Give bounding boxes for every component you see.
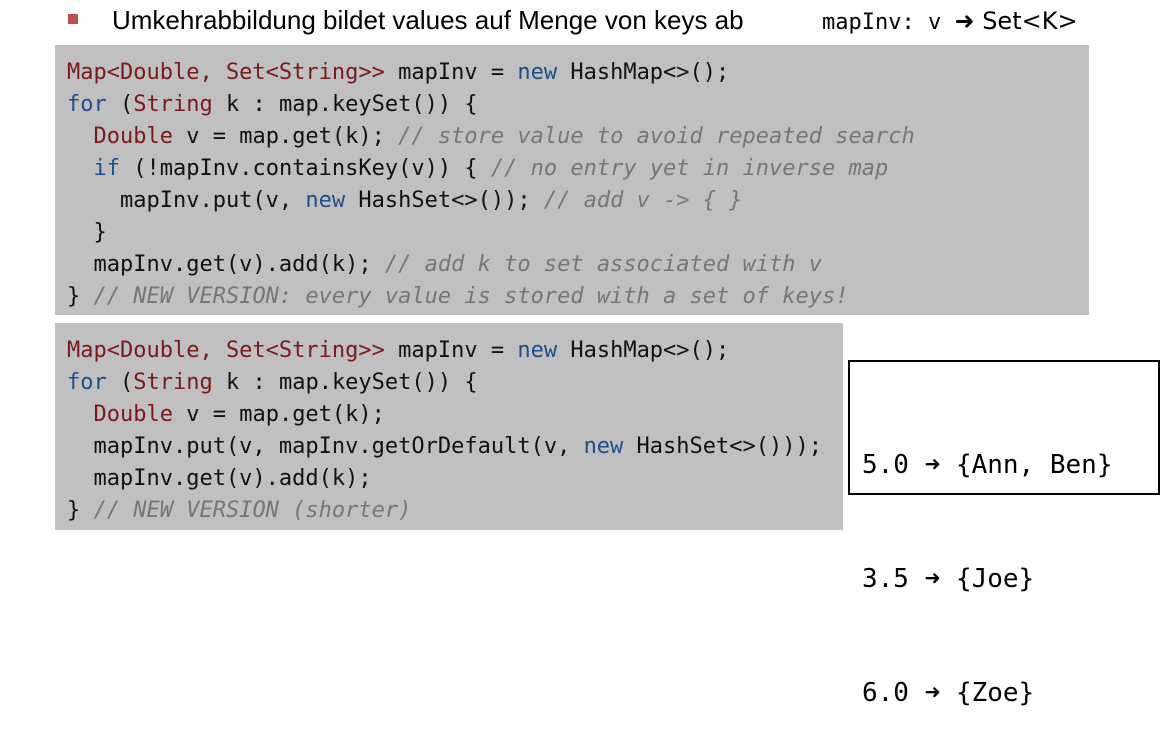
code-comment: // NEW VERSION: every value is stored wi… [93, 284, 849, 309]
code-line: Map<Double, Set<String>> mapInv = new Ha… [67, 57, 1089, 89]
code-line: Double v = map.get(k); [67, 399, 843, 431]
bullet-icon [68, 14, 78, 24]
code-line: mapInv.get(v).add(k); // add k to set as… [67, 249, 1089, 281]
code-text: v = map.get(k); [172, 124, 399, 149]
code-line: } // NEW VERSION (shorter) [67, 495, 843, 527]
code-block-2: Map<Double, Set<String>> mapInv = new Ha… [55, 323, 843, 530]
code-keyword: new [517, 60, 558, 85]
code-text: HashSet<>()); [345, 188, 544, 213]
code-line: mapInv.put(v, new HashSet<>()); // add v… [67, 185, 1089, 217]
code-comment: // store value to avoid repeated search [398, 124, 915, 149]
result-row: 3.5 ➜ {Joe} [862, 560, 1158, 598]
result-value: {Zoe} [955, 678, 1035, 708]
code-text: k : map.keySet()) { [212, 92, 478, 117]
arrow-icon: ➜ [924, 678, 941, 708]
code-text: mapInv.get(v).add(k); [67, 466, 372, 491]
code-text: HashSet<>())); [623, 434, 822, 459]
signature-name: mapInv: v [822, 10, 955, 35]
result-value: {Ann, Ben} [955, 450, 1113, 480]
arrow-icon: ➜ [924, 450, 941, 480]
code-text: mapInv = [384, 338, 518, 363]
code-line: Map<Double, Set<String>> mapInv = new Ha… [67, 335, 843, 367]
code-text: mapInv.put(v, mapInv.getOrDefault(v, [67, 434, 584, 459]
code-comment: // add k to set associated with v [384, 252, 822, 277]
code-text: mapInv = [384, 60, 518, 85]
code-line: mapInv.get(v).add(k); [67, 463, 843, 495]
code-type: String [133, 92, 213, 117]
code-type: Map<Double, Set<String>> [67, 338, 385, 363]
result-row: 6.0 ➜ {Zoe} [862, 674, 1158, 712]
arrow-icon: ➜ [954, 7, 975, 35]
code-text: v = map.get(k); [172, 402, 385, 427]
slide-heading: Umkehrabbildung bildet values auf Menge … [112, 5, 744, 35]
code-text: (!mapInv.containsKey(v)) { [120, 156, 491, 181]
signature-target: Set<K> [974, 7, 1078, 35]
code-comment: // NEW VERSION (shorter) [93, 498, 412, 523]
code-text: HashMap<>(); [557, 60, 730, 85]
code-keyword: new [305, 188, 346, 213]
code-text: HashMap<>(); [557, 338, 730, 363]
code-text: } [67, 498, 94, 523]
code-text: } [67, 284, 94, 309]
code-text [67, 402, 94, 427]
code-keyword: for [67, 370, 107, 395]
code-line: for (String k : map.keySet()) { [67, 367, 843, 399]
code-text: ( [106, 92, 134, 117]
code-line: for (String k : map.keySet()) { [67, 89, 1089, 121]
code-type: Double [93, 124, 173, 149]
code-text: mapInv.put(v, [67, 188, 306, 213]
code-block-1: Map<Double, Set<String>> mapInv = new Ha… [55, 45, 1089, 315]
result-key: 5.0 [862, 450, 909, 480]
code-comment: // no entry yet in inverse map [490, 156, 889, 181]
signature: mapInv: v ➜ Set<K> [822, 7, 1078, 35]
result-value: {Joe} [955, 564, 1035, 594]
result-row: 5.0 ➜ {Ann, Ben} [862, 446, 1158, 484]
code-line: } // NEW VERSION: every value is stored … [67, 281, 1089, 313]
result-key: 6.0 [862, 678, 909, 708]
result-mapping-box: 5.0 ➜ {Ann, Ben} 3.5 ➜ {Joe} 6.0 ➜ {Zoe} [848, 360, 1160, 708]
code-line: } [67, 217, 1089, 249]
code-keyword: if [93, 156, 121, 181]
code-line: if (!mapInv.containsKey(v)) { // no entr… [67, 153, 1089, 185]
code-text: } [67, 220, 107, 245]
code-text: mapInv.get(v).add(k); [67, 252, 385, 277]
arrow-icon: ➜ [924, 564, 941, 594]
code-text [67, 124, 94, 149]
code-keyword: for [67, 92, 107, 117]
code-type: String [133, 370, 213, 395]
result-key: 3.5 [862, 564, 909, 594]
code-text [67, 156, 94, 181]
code-comment: // add v -> { } [543, 188, 743, 213]
code-line: mapInv.put(v, mapInv.getOrDefault(v, new… [67, 431, 843, 463]
code-text: ( [106, 370, 134, 395]
code-type: Map<Double, Set<String>> [67, 60, 385, 85]
code-text: k : map.keySet()) { [212, 370, 478, 395]
code-keyword: new [517, 338, 558, 363]
code-type: Double [93, 402, 173, 427]
code-line: Double v = map.get(k); // store value to… [67, 121, 1089, 153]
code-keyword: new [583, 434, 624, 459]
